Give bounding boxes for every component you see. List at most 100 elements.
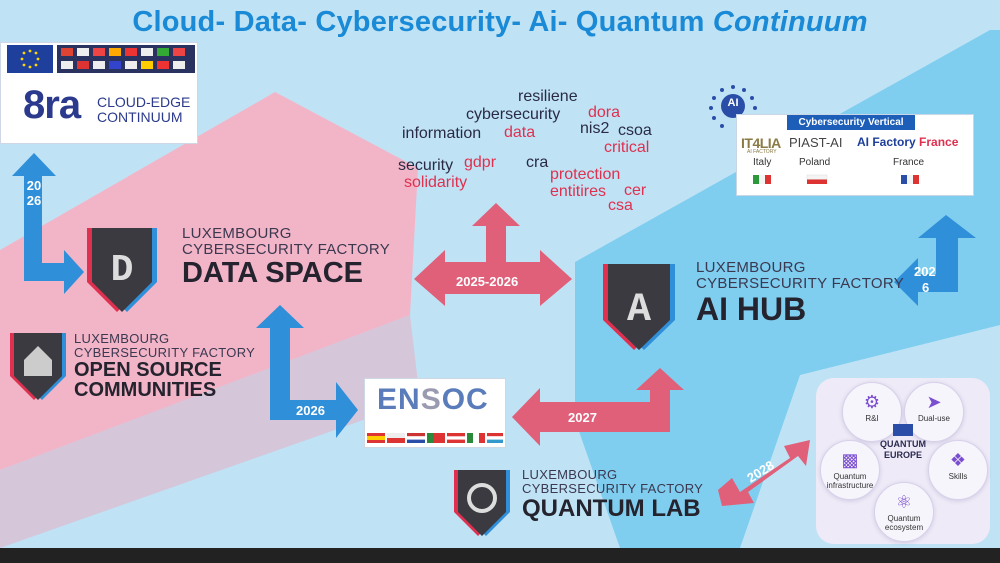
dataspace-sub-2: CYBERSECURITY FACTORY [182,241,391,258]
qe-node-infrastructure: ▩ Quantum infrastructure [820,440,880,500]
qe-node-skills-label: Skills [948,472,968,481]
atom-icon: ⚛ [895,492,913,512]
word-information: information [402,125,482,142]
dataspace-ensoc-arrow [256,305,358,438]
quantum-label: LUXEMBOURG CYBERSECURITY FACTORY QUANTUM… [522,468,703,522]
factory-icon: ▩ [841,450,859,470]
aihub-sub-2: CYBERSECURITY FACTORY [696,275,905,292]
svg-text:A: A [627,288,651,333]
aihub-sub-1: LUXEMBOURG [696,259,806,276]
dataspace-shield-icon: D [87,228,157,312]
qe-node-ecosystem: ⚛ Quantum ecosystem [874,482,934,542]
opensource-title-1: OPEN SOURCE [74,359,222,381]
word-gdpr: gdpr [464,154,497,171]
pink-region-lower [0,315,420,548]
qe-node-infrastructure-label: Quantum infrastructure [826,472,874,490]
ensoc-logo-b: S [420,383,442,416]
quantum-shield-icon [454,470,510,536]
lower-right-year-label: 2027 [568,410,597,425]
center-cross-arrow [414,203,572,306]
ai-badge-text: AI [727,97,739,109]
title-italic: Continuum [712,6,868,38]
svg-text:D: D [111,249,134,292]
eu-flag [7,45,53,73]
eucloud-tagline-2: CONTINUUM [97,109,183,125]
opensource-label: LUXEMBOURG CYBERSECURITY FACTORY OPEN SO… [74,331,255,401]
word-csoa: csoa [618,122,652,139]
eucloud-tagline: CLOUD-EDGE CONTINUUM [97,95,190,125]
dataspace-label: LUXEMBOURG CYBERSECURITY FACTORY DATA SP… [182,225,391,289]
ensoc-aihub-arrow [512,368,684,446]
qe-center: QUANTUM EUROPE [870,424,936,482]
opensource-sub-1: LUXEMBOURG [74,331,170,346]
country-flags-icon [753,174,919,184]
gear-icon: ⚙ [863,392,881,412]
quantum-sub-2: CYBERSECURITY FACTORY [522,481,704,496]
aihub-label: LUXEMBOURG CYBERSECURITY FACTORY AI HUB [696,259,905,327]
word-security: security [398,157,454,174]
ensoc-logo-c: OC [441,383,489,416]
pink-region [0,92,418,470]
factory-poland: PIAST-AI [789,135,843,150]
left-year-label: 2026 [26,178,42,208]
member-flags [57,45,195,73]
factory-italy-sub: AI FACTORY [747,149,777,155]
ensoc-logo: ENSOC [377,383,489,417]
factory-france-b: France [919,135,959,149]
opensource-shield-icon [10,333,66,400]
factory-france-a: AI Factory [857,135,920,149]
eu-flag-small-icon [893,424,913,436]
slide-title: Cloud- Data- Cybersecurity- Ai- Quantum … [0,6,1000,39]
eucloud-tagline-1: CLOUD-EDGE [97,94,191,110]
factory-italy: IT4LIA [741,135,781,151]
qe-node-ri: ⚙ R&I [842,382,902,442]
quantum-title: QUANTUM LAB [522,495,701,522]
lower-left-year-label: 2026 [296,403,325,418]
qe-center-2: EUROPE [883,450,922,460]
aihub-title: AI HUB [696,291,807,327]
ai-card-header: Cybersecurity Vertical [787,115,915,130]
dataspace-sub-1: LUXEMBOURG [182,225,292,242]
country-poland: Poland [799,157,831,168]
aihub-shield-icon: A [603,264,675,350]
word-solidarity: solidarity [404,174,468,191]
quantum-sub-1: LUXEMBOURG [522,467,618,482]
ensoc-flags-icon [367,433,503,443]
slide: Cloud- Data- Cybersecurity- Ai- Quantum … [0,0,1000,548]
word-cybersecurity: cybersecurity [466,106,561,123]
word-data: data [504,124,536,141]
qe-center-1: QUANTUM [880,439,926,449]
eucloud-logo: 8ra [23,83,81,127]
quantum-europe-arrow [718,440,810,506]
rocket-icon: ➤ [926,392,942,412]
qe-node-skills: ❖ Skills [928,440,988,500]
ai-factories-card: Cybersecurity Vertical IT4LIA AI FACTORY… [736,114,974,196]
word-resiliene: resiliene [518,88,578,105]
dataspace-title: DATA SPACE [182,257,363,289]
word-cer: cer [624,182,647,199]
right-year-label: 202 6 [914,264,936,296]
country-france: France [893,157,925,168]
left-2026-arrow [12,153,84,294]
qe-node-ri-label: R&I [865,414,879,423]
word-csa: csa [608,197,633,214]
word-cra: cra [526,154,549,171]
ensoc-logo-a: EN [377,383,421,416]
opensource-title-2: COMMUNITIES [74,379,217,401]
qe-node-dualuse-label: Dual-use [917,414,950,423]
word-critical: critical [604,139,650,156]
flags-strip-icon [61,48,185,69]
ensoc-card: ENSOC [364,378,506,448]
eu-stars-icon [20,49,40,69]
right-year-b: 6 [922,280,930,295]
quantum-europe-panel: ⚙ R&I ➤ Dual-use ▩ Quantum infrastructur… [816,378,990,544]
word-protection: protection [550,166,621,183]
aicard-aihub-arrow [894,215,976,306]
country-italy: Italy [753,157,772,168]
qe-node-ecosystem-label: Quantum ecosystem [884,514,924,532]
medal-icon: ❖ [949,450,967,470]
word-dora: dora [588,104,621,121]
title-main: Cloud- Data- Cybersecurity- Ai- Quantum [132,6,713,38]
right-year-a: 202 [914,264,936,279]
factory-france: AI Factory France [857,135,958,149]
